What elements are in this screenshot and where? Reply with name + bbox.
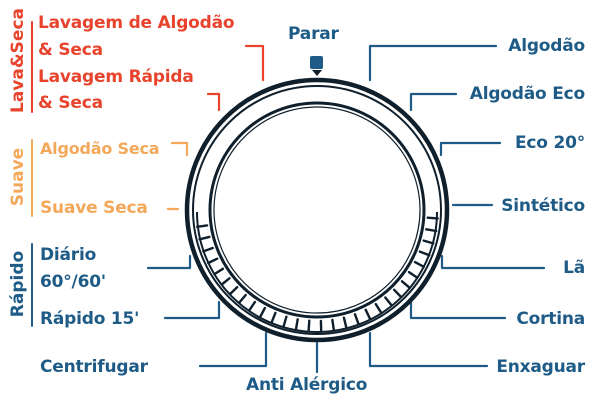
- leader-eco20: [439, 141, 502, 157]
- square-marker-icon: [310, 56, 323, 69]
- leader-lavagem-algodao: [244, 44, 265, 82]
- dial-grip-tick: [228, 285, 239, 296]
- leader-diario: [146, 254, 192, 270]
- program-enxaguar[interactable]: Enxaguar: [496, 357, 585, 377]
- dial-grip-tick: [342, 316, 348, 329]
- program-eco20[interactable]: Eco 20°: [514, 133, 585, 153]
- group-title-suave: Suave: [8, 147, 28, 207]
- dial-grip-tick: [400, 280, 411, 289]
- dial-grip-tick: [307, 319, 311, 332]
- leader-rapido15: [163, 300, 221, 320]
- program-dial-knob: [184, 77, 450, 343]
- leader-lavagem-rapida: [206, 92, 221, 112]
- program-algodao[interactable]: Algodão: [508, 36, 585, 56]
- leader-algodao-seca: [170, 141, 189, 157]
- program-sintetico[interactable]: Sintético: [501, 196, 585, 216]
- dial-grip-tick: [270, 311, 277, 324]
- dial-grip-tick: [198, 235, 211, 241]
- dial-grip-tick: [392, 288, 403, 299]
- dial-grip-tick: [282, 315, 288, 328]
- leader-algodao: [368, 44, 498, 82]
- dial-grip-tick: [422, 239, 435, 245]
- program-algodao-seca[interactable]: Algodão Seca: [40, 139, 160, 158]
- dial-grip-tick: [418, 250, 431, 257]
- program-rapido15[interactable]: Rápido 15': [40, 309, 140, 329]
- program-diario-line2[interactable]: 60°/60': [40, 272, 106, 292]
- program-suave-seca[interactable]: Suave Seca: [40, 198, 148, 218]
- leader-algodao-eco: [409, 92, 458, 112]
- program-lavagem-algodao-line2[interactable]: & Seca: [38, 40, 103, 60]
- dial-grip-tick: [353, 313, 360, 325]
- dial-grip-tick: [206, 257, 219, 265]
- program-anti-alergico[interactable]: Anti Alérgico: [246, 375, 368, 395]
- dial-grip-tick: [413, 260, 425, 268]
- program-la[interactable]: Lã: [563, 258, 585, 278]
- dial-grip-tick: [237, 293, 247, 304]
- dial-grip-tick: [364, 308, 372, 320]
- dial-grip-tick: [220, 277, 231, 286]
- dial-grip-tick: [248, 300, 257, 312]
- dial-grip-tick: [374, 302, 383, 314]
- group-title-lava-seca: Lava&Seca: [8, 7, 28, 113]
- program-diario-line1[interactable]: Diário: [40, 245, 97, 265]
- dial-grip-tick: [202, 246, 214, 253]
- program-lavagem-rapida-line2[interactable]: & Seca: [38, 93, 103, 113]
- program-lavagem-rapida-line1[interactable]: Lavagem Rápida: [38, 67, 194, 87]
- program-parar[interactable]: Parar: [288, 24, 339, 44]
- dial-grip-tick: [259, 306, 267, 318]
- leader-cortina: [409, 300, 507, 320]
- dial-grip-tick: [294, 318, 299, 331]
- leader-la: [440, 254, 546, 270]
- dial-grip-tick: [407, 270, 419, 279]
- group-title-rapido: Rápido: [8, 250, 28, 318]
- dial-grip-tick: [384, 296, 393, 307]
- leader-centrifugar: [198, 331, 268, 368]
- program-centrifugar[interactable]: Centrifugar: [40, 357, 148, 377]
- dial-grip-tick: [331, 318, 335, 331]
- dial-grip-tick: [213, 267, 225, 276]
- program-cortina[interactable]: Cortina: [516, 309, 585, 329]
- program-algodao-eco[interactable]: Algodão Eco: [469, 84, 585, 104]
- leader-enxaguar: [368, 331, 489, 368]
- program-lavagem-algodao-line1[interactable]: Lavagem de Algodão: [38, 13, 235, 33]
